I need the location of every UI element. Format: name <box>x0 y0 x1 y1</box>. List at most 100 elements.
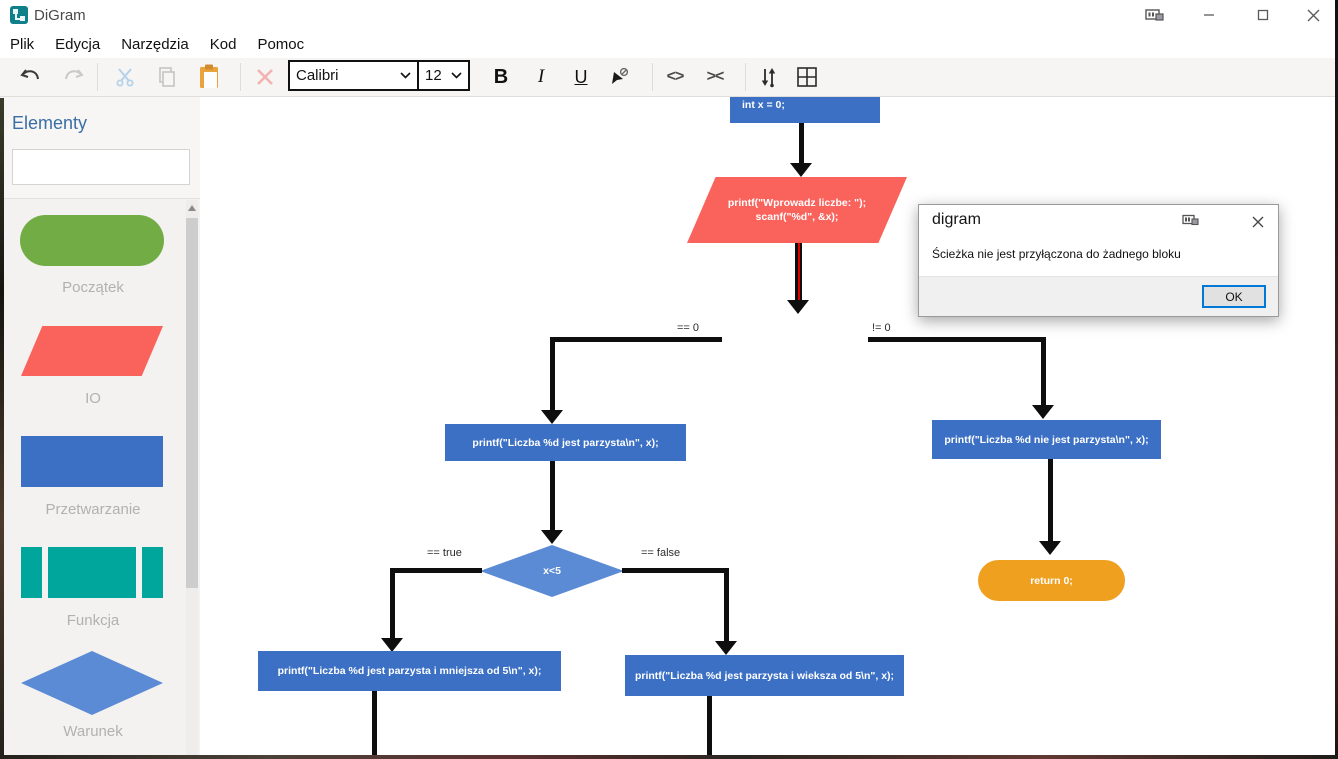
palette-shape-funkcja[interactable] <box>21 547 163 598</box>
search-input[interactable] <box>13 150 205 184</box>
diagram-canvas[interactable]: int x = 0; printf("Wprowadz liczbe: "); … <box>201 97 1335 755</box>
palette-label: Początek <box>62 279 124 296</box>
palette-label: Funkcja <box>66 612 120 629</box>
node-io[interactable]: printf("Wprowadz liczbe: "); scanf("%d",… <box>687 177 907 243</box>
connector-arrowhead <box>715 641 737 655</box>
pointer-off-icon[interactable] <box>602 60 636 94</box>
node-odd[interactable]: printf("Liczba %d nie jest parzysta\n", … <box>932 420 1161 459</box>
connector-segment[interactable] <box>622 568 729 573</box>
node-return[interactable]: return 0; <box>978 560 1125 601</box>
node-greater[interactable]: printf("Liczba %d jest parzysta i wieksz… <box>625 655 904 696</box>
palette-shape-io[interactable] <box>21 326 163 376</box>
search-box <box>12 149 222 185</box>
font-family-select[interactable]: Calibri <box>288 60 419 91</box>
menu-edycja[interactable]: Edycja <box>55 35 101 53</box>
minimize-button[interactable] <box>1192 0 1226 30</box>
connector-segment[interactable] <box>1041 337 1046 405</box>
desktop-edge <box>0 98 4 755</box>
connector-arrowhead <box>541 530 563 544</box>
chevron-down-icon <box>400 72 411 79</box>
connector-arrowhead <box>790 163 812 177</box>
scrollbar-thumb[interactable] <box>186 218 198 588</box>
palette-shape-poczatek[interactable] <box>20 215 164 266</box>
toolbar: Calibri 12 B I U <> >< <box>0 58 1338 97</box>
toolbar-separator <box>97 63 98 91</box>
palette-label: IO <box>85 390 101 407</box>
undo-button[interactable] <box>14 60 48 94</box>
tablet-mode-icon[interactable] <box>1138 0 1172 30</box>
menu-plik[interactable]: Plik <box>10 35 35 53</box>
edge-label-eq-false: == false <box>641 547 681 559</box>
sidebar-scrollbar[interactable] <box>186 200 198 759</box>
edge-label-eq-zero: == 0 <box>677 322 700 334</box>
connector-segment[interactable] <box>724 568 729 641</box>
node-condition[interactable]: x<5 <box>480 545 624 597</box>
selected-path-highlight <box>797 243 800 300</box>
paste-button[interactable] <box>192 60 226 94</box>
connector-arrowhead <box>381 638 403 652</box>
toolbar-separator <box>745 63 746 91</box>
dialog-close-icon[interactable] <box>1246 211 1270 233</box>
connector-arrowhead <box>1032 405 1054 419</box>
maximize-button[interactable] <box>1246 0 1280 30</box>
cut-button[interactable] <box>108 60 142 94</box>
copy-button[interactable] <box>150 60 184 94</box>
scroll-up-arrow[interactable] <box>188 205 196 211</box>
connector-arrowhead <box>787 300 809 314</box>
bold-button[interactable]: B <box>493 65 509 88</box>
connector-segment-selected[interactable] <box>795 243 802 300</box>
code-close-button[interactable]: >< <box>706 68 725 85</box>
chevron-down-icon <box>451 72 462 79</box>
dialog-message: Ścieżka nie jest przyłączona do żadnego … <box>932 247 1181 261</box>
connector-segment[interactable] <box>550 337 555 410</box>
connector-segment[interactable] <box>372 691 377 755</box>
palette-shape-warunek[interactable] <box>21 651 163 715</box>
node-even[interactable]: printf("Liczba %d jest parzysta\n", x); <box>445 424 686 461</box>
toolbar-separator <box>652 63 653 91</box>
desktop-edge <box>0 755 1338 759</box>
menu-pomoc[interactable]: Pomoc <box>257 35 305 53</box>
underline-button[interactable]: U <box>574 66 588 87</box>
edge-label-neq-zero: != 0 <box>872 322 891 334</box>
connector-segment[interactable] <box>390 568 395 638</box>
close-button[interactable] <box>1296 0 1330 30</box>
menu-bar: Plik Edycja Narzędzia Kod Pomoc <box>0 30 1338 58</box>
connector-segment[interactable] <box>868 337 1046 342</box>
palette-label: Warunek <box>63 723 123 740</box>
font-family-value: Calibri <box>296 67 339 84</box>
connector-arrowhead <box>1039 541 1061 555</box>
node-init[interactable]: int x = 0; <box>730 97 880 123</box>
connector-segment[interactable] <box>390 568 482 573</box>
connector-segment[interactable] <box>707 696 712 755</box>
sidebar-title: Elementy <box>12 113 88 133</box>
delete-button[interactable] <box>248 60 282 94</box>
italic-button[interactable]: I <box>537 66 545 87</box>
grid-icon[interactable] <box>790 60 824 94</box>
desktop-edge <box>1335 0 1338 755</box>
menu-kod[interactable]: Kod <box>209 35 237 53</box>
connector-segment[interactable] <box>1048 459 1053 541</box>
ok-button[interactable]: OK <box>1202 285 1266 308</box>
reroute-connector-icon[interactable] <box>752 60 786 94</box>
palette-label: Przetwarzanie <box>45 501 141 518</box>
redo-button[interactable] <box>56 60 90 94</box>
connector-segment[interactable] <box>799 123 804 164</box>
edge-label-eq-true: == true <box>427 547 462 559</box>
sidebar: Elementy Początek IO Przetwarzanie Funkc… <box>0 97 222 759</box>
palette-shape-przetwarzanie[interactable] <box>21 436 163 487</box>
node-less[interactable]: printf("Liczba %d jest parzysta i mniejs… <box>258 651 561 691</box>
connector-segment[interactable] <box>550 461 555 530</box>
title-bar: DiGram <box>0 0 1338 30</box>
dialog-title: digram <box>932 211 981 228</box>
connector-segment[interactable] <box>550 337 722 342</box>
toolbar-separator <box>240 63 241 91</box>
window-title: DiGram <box>34 7 86 24</box>
message-dialog: digram Ścieżka nie jest przyłączona do ż… <box>918 204 1279 317</box>
dialog-footer: OK <box>919 276 1278 316</box>
font-size-value: 12 <box>425 67 442 84</box>
code-open-button[interactable]: <> <box>666 68 685 85</box>
font-size-select[interactable]: 12 <box>417 60 470 91</box>
connector-arrowhead <box>541 410 563 424</box>
menu-narzedzia[interactable]: Narzędzia <box>121 35 189 53</box>
